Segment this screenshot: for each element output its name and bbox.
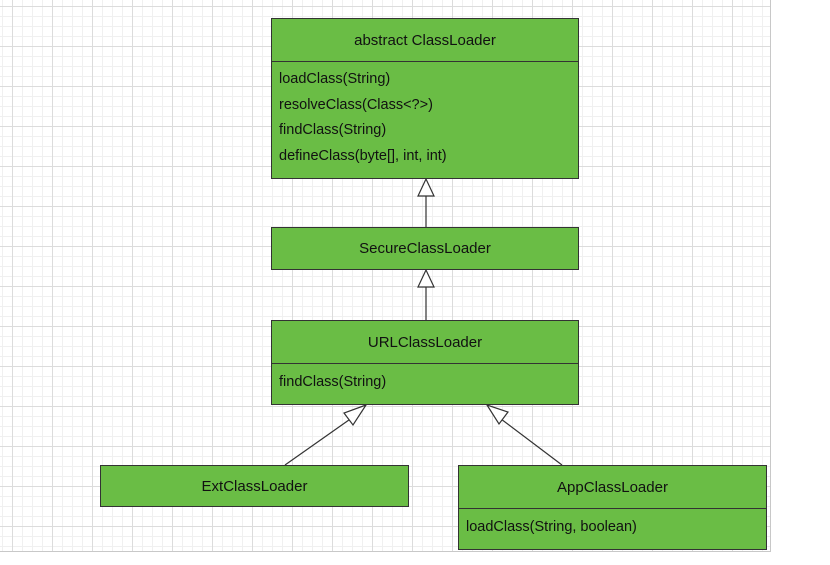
- class-name: abstract ClassLoader: [354, 31, 496, 49]
- inheritance-arrowhead-url-right: [485, 403, 509, 426]
- class-methods: findClass(String): [272, 363, 578, 396]
- method-item: loadClass(String, boolean): [466, 519, 637, 535]
- method-item: loadClass(String): [279, 71, 391, 87]
- class-box-classloader[interactable]: abstract ClassLoader loadClass(String) r…: [271, 18, 579, 179]
- outside-page-area-bottom: [0, 552, 830, 565]
- class-name: URLClassLoader: [367, 333, 483, 351]
- class-box-urlclassloader[interactable]: URLClassLoader findClass(String): [271, 320, 579, 405]
- outside-page-area: [771, 0, 830, 565]
- method-item: resolveClass(Class<?>): [279, 96, 433, 113]
- class-methods: loadClass(String) resolveClass(Class<?>)…: [272, 61, 578, 169]
- class-box-extclassloader[interactable]: ExtClassLoader: [100, 465, 409, 507]
- inheritance-arrowhead-url-left: [343, 403, 368, 427]
- method-item: defineClass(byte[], int, int): [279, 147, 447, 164]
- class-name: SecureClassLoader: [359, 240, 491, 257]
- class-box-secureclassloader[interactable]: SecureClassLoader: [271, 227, 579, 270]
- class-box-appclassloader[interactable]: AppClassLoader loadClass(String, boolean…: [458, 465, 767, 550]
- inheritance-arrowhead-secure: [417, 268, 435, 288]
- inheritance-line-app-to-url: [496, 415, 563, 466]
- class-name: ExtClassLoader: [201, 477, 308, 495]
- class-name: AppClassLoader: [557, 478, 668, 496]
- inheritance-arrowhead-classloader: [417, 177, 435, 197]
- class-methods: loadClass(String, boolean): [459, 508, 766, 541]
- inheritance-line-ext-to-url: [284, 414, 357, 466]
- method-item: findClass(String): [279, 122, 387, 138]
- method-item: findClass(String): [279, 374, 387, 390]
